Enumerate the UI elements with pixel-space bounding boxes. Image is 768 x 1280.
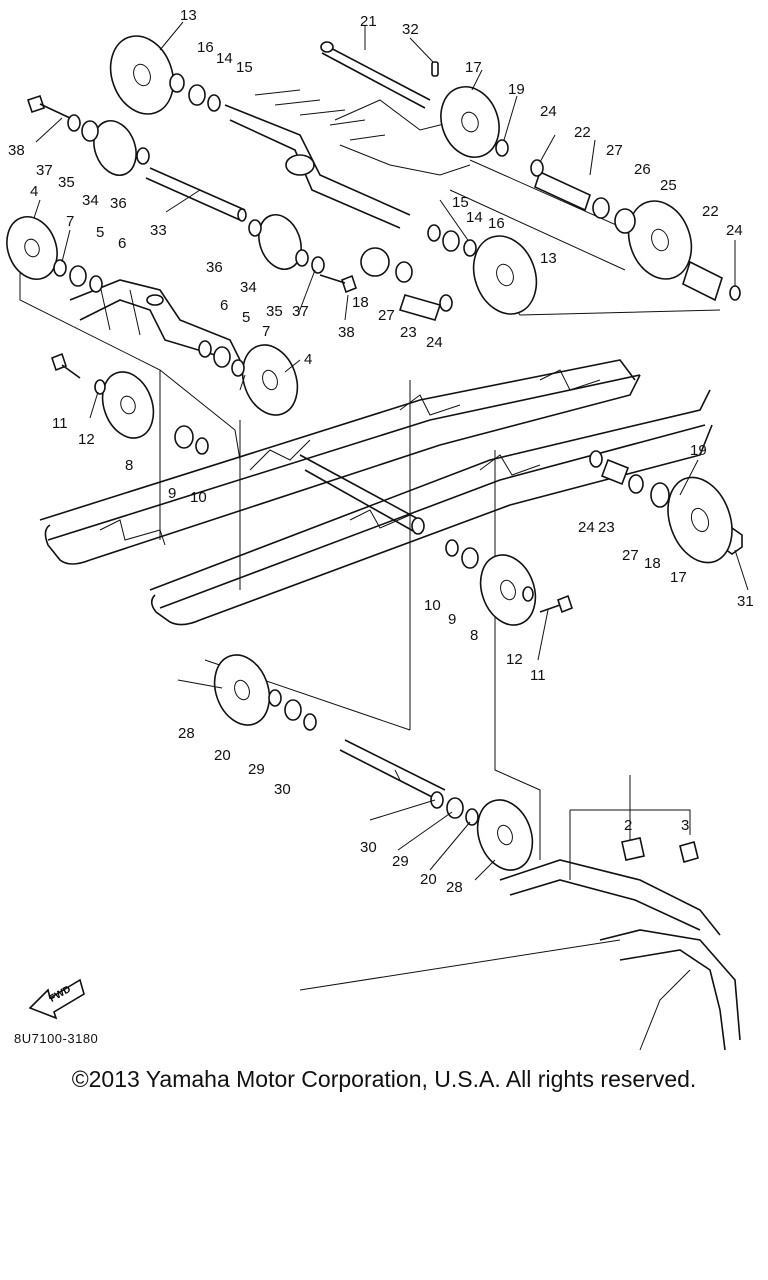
part-label[interactable]: 14 bbox=[216, 50, 233, 67]
part-label[interactable]: 28 bbox=[178, 725, 195, 742]
part-label[interactable]: 21 bbox=[360, 13, 377, 30]
leader-lines bbox=[33, 21, 749, 881]
part-label[interactable]: 6 bbox=[118, 235, 126, 252]
part-label[interactable]: 17 bbox=[465, 59, 482, 76]
frame-linework bbox=[19, 41, 743, 1051]
part-label[interactable]: 19 bbox=[508, 81, 525, 98]
part-label[interactable]: 34 bbox=[240, 279, 257, 296]
part-label[interactable]: 38 bbox=[8, 142, 25, 159]
part-label[interactable]: 28 bbox=[446, 879, 463, 896]
parts-diagram: 13 16 14 15 21 32 17 19 38 37 35 34 36 2… bbox=[6, 7, 754, 1051]
part-label[interactable]: 37 bbox=[36, 162, 53, 179]
part-label[interactable]: 16 bbox=[488, 215, 505, 232]
part-label[interactable]: 18 bbox=[644, 555, 661, 572]
part-label[interactable]: 16 bbox=[197, 39, 214, 56]
part-label[interactable]: 27 bbox=[378, 307, 395, 324]
part-label[interactable]: 11 bbox=[530, 667, 546, 684]
part-label[interactable]: 36 bbox=[110, 195, 127, 212]
part-label[interactable]: 9 bbox=[168, 485, 176, 502]
part-label[interactable]: 20 bbox=[420, 871, 437, 888]
part-label[interactable]: 18 bbox=[352, 294, 369, 311]
part-label[interactable]: 4 bbox=[304, 351, 312, 368]
part-label[interactable]: 27 bbox=[622, 547, 639, 564]
part-label[interactable]: 24 bbox=[540, 103, 557, 120]
part-label[interactable]: 3 bbox=[681, 817, 689, 834]
part-label[interactable]: 33 bbox=[150, 222, 167, 239]
part-label[interactable]: 8 bbox=[470, 627, 478, 644]
part-label[interactable]: 13 bbox=[540, 250, 557, 267]
part-label[interactable]: 24 bbox=[426, 334, 443, 351]
part-label[interactable]: 27 bbox=[606, 142, 623, 159]
part-label[interactable]: 35 bbox=[58, 174, 75, 191]
part-label[interactable]: 37 bbox=[292, 303, 309, 320]
part-label[interactable]: 17 bbox=[670, 569, 687, 586]
part-label[interactable]: 34 bbox=[82, 192, 99, 209]
part-label[interactable]: 19 bbox=[690, 442, 707, 459]
part-label[interactable]: 25 bbox=[660, 177, 677, 194]
part-label[interactable]: 12 bbox=[506, 651, 523, 668]
part-label[interactable]: 6 bbox=[220, 297, 228, 314]
part-label[interactable]: 26 bbox=[634, 161, 651, 178]
part-label[interactable]: 31 bbox=[737, 593, 754, 610]
part-label[interactable]: 30 bbox=[274, 781, 291, 798]
part-label[interactable]: 30 bbox=[360, 839, 377, 856]
part-label[interactable]: 24 bbox=[726, 222, 743, 239]
part-label[interactable]: 2 bbox=[624, 817, 632, 834]
part-labels: 13 16 14 15 21 32 17 19 38 37 35 34 36 2… bbox=[8, 7, 754, 896]
part-label[interactable]: 35 bbox=[266, 303, 283, 320]
part-label[interactable]: 24 bbox=[578, 519, 595, 536]
part-label[interactable]: 23 bbox=[598, 519, 615, 536]
part-label[interactable]: 20 bbox=[214, 747, 231, 764]
part-label[interactable]: 7 bbox=[66, 213, 74, 230]
drawing-code: 8U7100-3180 bbox=[14, 1031, 99, 1046]
part-label[interactable]: 15 bbox=[452, 194, 469, 211]
copyright-notice: ©2013 Yamaha Motor Corporation, U.S.A. A… bbox=[71, 1066, 697, 1092]
part-label[interactable]: 11 bbox=[52, 415, 68, 432]
part-label[interactable]: 8 bbox=[125, 457, 133, 474]
part-label[interactable]: 4 bbox=[30, 183, 38, 200]
part-label[interactable]: 22 bbox=[574, 124, 591, 141]
part-label[interactable]: 12 bbox=[78, 431, 95, 448]
part-label[interactable]: 29 bbox=[392, 853, 409, 870]
washers bbox=[53, 73, 741, 826]
part-label[interactable]: 15 bbox=[236, 59, 253, 76]
part-label[interactable]: 10 bbox=[190, 489, 207, 506]
part-label[interactable]: 29 bbox=[248, 761, 265, 778]
part-label[interactable]: 13 bbox=[180, 7, 197, 24]
part-label[interactable]: 32 bbox=[402, 21, 419, 38]
part-label[interactable]: 10 bbox=[424, 597, 441, 614]
part-label[interactable]: 14 bbox=[466, 209, 483, 226]
part-label[interactable]: 9 bbox=[448, 611, 456, 628]
wheels bbox=[6, 35, 733, 871]
part-label[interactable]: 23 bbox=[400, 324, 417, 341]
part-label[interactable]: 36 bbox=[206, 259, 223, 276]
part-label[interactable]: 5 bbox=[242, 309, 250, 326]
part-label[interactable]: 22 bbox=[702, 203, 719, 220]
part-label[interactable]: 7 bbox=[262, 323, 270, 340]
part-label[interactable]: 5 bbox=[96, 224, 104, 241]
part-label[interactable]: 38 bbox=[338, 324, 355, 341]
